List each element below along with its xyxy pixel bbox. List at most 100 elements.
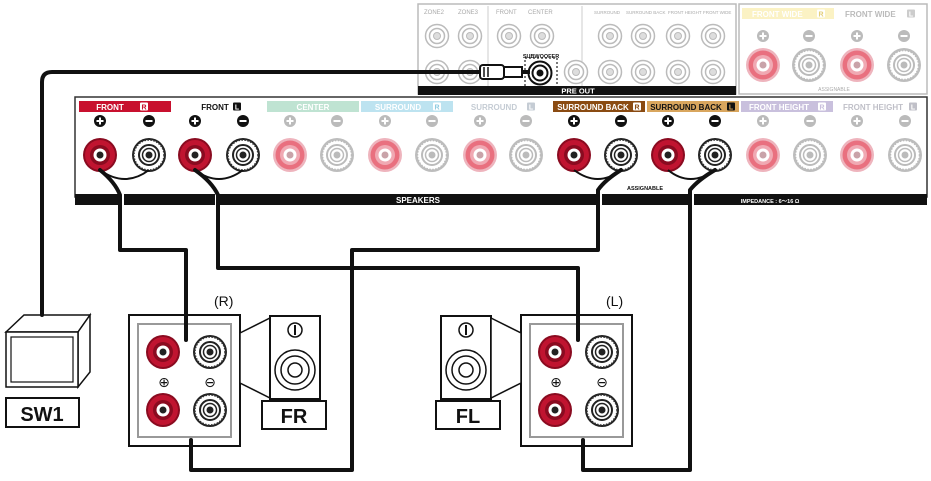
preout-panel: ZONE2 ZONE3 FRONT CENTER SURROUND SURROU… (417, 3, 737, 96)
channel-label: SURROUND (471, 103, 517, 112)
subwoofer-sw1: SW1 (4, 312, 92, 428)
wire-front-r-loop (99, 169, 150, 180)
preout-label-zone3: ZONE3 (458, 10, 479, 16)
subwoofer-output-jack (527, 60, 553, 86)
channel-label: CENTER (297, 103, 330, 112)
channel-label: SURROUND BACK (557, 103, 629, 112)
channel-header-center: CENTER (267, 101, 359, 112)
front-wide-right-label: FRONT WIDE (752, 10, 803, 19)
plus-icon (662, 115, 674, 127)
preout-jack (529, 23, 555, 49)
channel-header-surround-back-r: SURROUND BACK R (553, 101, 645, 112)
speaker-fr: (R) ⊕ ⊖ FR (128, 293, 327, 447)
preout-jack (597, 59, 623, 85)
front-wide-terminal (840, 48, 874, 82)
terminal-front-r-plus (83, 138, 117, 172)
preout-jack (665, 59, 691, 85)
terminal-surround-l-plus (463, 138, 497, 172)
channel-header-front-height-r: FRONT HEIGHT R (741, 101, 833, 112)
preout-jack (563, 59, 589, 85)
minus-icon (237, 115, 249, 127)
wire-sb-r-loop (573, 169, 622, 180)
front-wide-panel: FRONT WIDE R FRONT WIDE L ASSIGNABLE (738, 3, 928, 95)
terminal-front-l-minus (225, 137, 261, 173)
plus-icon (851, 115, 863, 127)
plus-icon (284, 115, 296, 127)
terminal-front-l-plus (178, 138, 212, 172)
preout-jack (630, 23, 656, 49)
terminal-front-height-l-minus (887, 137, 923, 173)
fl-terminal-minus (584, 334, 620, 370)
front-wide-left-tag: L (909, 12, 914, 19)
minus-icon (615, 115, 627, 127)
minus-icon (520, 115, 532, 127)
minus-icon (803, 30, 815, 42)
front-wide-right-tag: R (818, 12, 823, 19)
plus-icon (568, 115, 580, 127)
rca-plug (479, 64, 530, 80)
preout-label-surround: SURROUND (594, 10, 621, 15)
preout-label-front: FRONT (496, 10, 517, 16)
preout-jack (700, 23, 726, 49)
front-wide-left-label: FRONT WIDE (845, 10, 896, 19)
impedance-label: IMPEDANCE : 6～16 Ω (741, 199, 800, 205)
subwoofer-label: SW1 (20, 404, 63, 426)
terminal-surround-back-r-minus (603, 137, 639, 173)
subwoofer-cable (40, 70, 486, 317)
channel-header-front-l: FRONT L (201, 102, 241, 112)
speaker-side-label-r: (R) (214, 293, 233, 309)
preout-jack (457, 23, 483, 49)
preout-jack (630, 59, 656, 85)
wire-front-l-loop (194, 169, 244, 180)
terminal-surround-back-l-minus (697, 137, 733, 173)
terminal-surround-back-r-plus (557, 138, 591, 172)
polarity-minus: ⊖ (596, 374, 608, 390)
fr-terminal-plus-2 (146, 393, 180, 427)
front-wide-assignable: ASSIGNABLE (818, 87, 850, 93)
minus-icon (331, 115, 343, 127)
terminal-front-height-r-plus (746, 138, 780, 172)
front-wide-terminal (791, 47, 827, 83)
terminal-surround-l-minus (508, 137, 544, 173)
channel-header-surround-r: SURROUND R (361, 101, 453, 112)
polarity-minus: ⊖ (204, 374, 216, 390)
channel-label: FRONT (201, 103, 229, 112)
channel-label: FRONT (96, 103, 124, 112)
plus-icon (757, 115, 769, 127)
minus-icon (143, 115, 155, 127)
polarity-plus: ⊕ (550, 374, 562, 390)
speaker-terminal-panel: FRONT R FRONT L CENTER SURROUND R SURROU… (74, 96, 928, 205)
speaker-fl: (L) ⊕ ⊖ FL (435, 293, 633, 447)
channel-header-front-height-l: FRONT HEIGHT L (843, 102, 917, 112)
channel-label: SURROUND BACK (650, 103, 722, 112)
terminal-surround-back-l-plus (651, 138, 685, 172)
channel-header-front-r: FRONT R (79, 101, 171, 112)
polarity-plus: ⊕ (158, 374, 170, 390)
channel-label: FRONT HEIGHT (843, 103, 903, 112)
terminal-center-minus (319, 137, 355, 173)
subwoofer-jack-label: SUBWOOFER (523, 54, 559, 60)
channel-tag: L (729, 105, 734, 112)
channel-tag: R (434, 105, 439, 112)
channel-header-surround-l: SURROUND L (471, 102, 535, 112)
plus-icon (757, 30, 769, 42)
front-wide-terminal (746, 48, 780, 82)
channel-label: SURROUND (375, 103, 421, 112)
speaker-label-fl: FL (456, 406, 480, 428)
terminal-front-height-r-minus (792, 137, 828, 173)
channel-tag: R (141, 105, 146, 112)
preout-label-front-wide: FRONT WIDE (703, 10, 731, 15)
fr-terminal-minus-2 (192, 392, 228, 428)
channel-label: FRONT HEIGHT (749, 103, 809, 112)
preout-bar-label: PRE OUT (561, 87, 595, 96)
preout-jack (665, 23, 691, 49)
terminal-center-plus (273, 138, 307, 172)
preout-jack (496, 23, 522, 49)
minus-icon (898, 30, 910, 42)
preout-label-front-height: FRONT HEIGHT (668, 10, 702, 15)
terminal-surround-r-minus (414, 137, 450, 173)
assignable-label: ASSIGNABLE (627, 186, 663, 192)
front-wide-terminal (886, 47, 922, 83)
preout-label-surround-back: SURROUND BACK (626, 10, 666, 15)
